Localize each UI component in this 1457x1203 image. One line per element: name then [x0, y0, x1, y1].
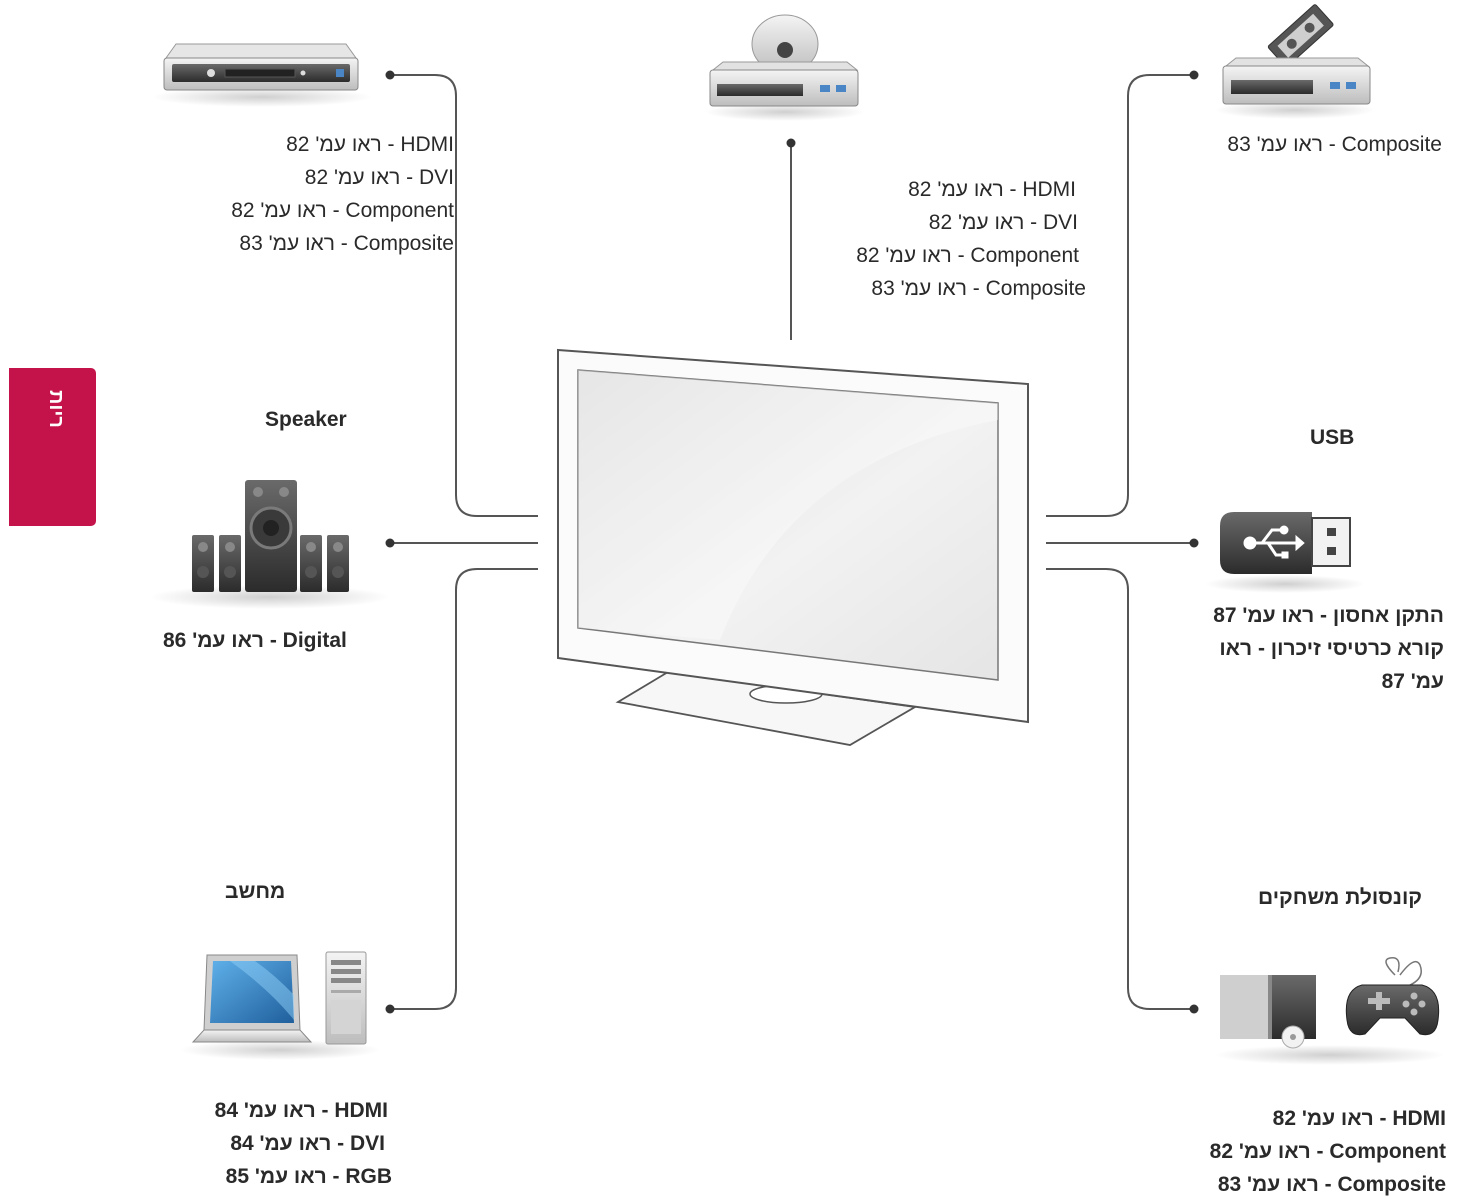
console-title: קונסולת משחקים	[1258, 886, 1423, 909]
label-line: 87 'התקן אחסון - ראו עמ	[1213, 604, 1444, 627]
bluray-player-icon	[705, 14, 865, 121]
console-labels: 82 'ראו עמ - HDMI 82 'ראו עמ - Component…	[1150, 1102, 1446, 1201]
dvd-left-labels: 82 'ראו עמ - HDMI 82 'ראו עמ - DVI 82 'ר…	[170, 128, 454, 260]
label-line: 82 'ראו עמ - HDMI	[1272, 1107, 1446, 1130]
section-side-tab-label: ריות	[45, 390, 67, 428]
line-computer	[390, 568, 538, 1010]
label-line: 82 'ראו עמ - DVI	[304, 166, 454, 189]
vcr-labels: 83 'ראו עמ - Composite	[1150, 128, 1442, 161]
label-line: 82 'ראו עמ - HDMI	[286, 133, 454, 156]
line-dvd-left	[390, 74, 538, 517]
bluray-labels: 82 'ראו עמ - HDMI 82 'ראו עמ - DVI 82 'ר…	[790, 173, 1086, 305]
usb-title: USB	[1310, 426, 1355, 449]
line-console	[1046, 568, 1194, 1010]
dot-usb	[1189, 538, 1199, 548]
label-line: 83 'ראו עמ - Composite	[239, 232, 454, 255]
game-console-icon	[1215, 957, 1445, 1065]
label-line: 86 'ראו עמ - Digital	[163, 629, 347, 652]
dot-dvd-left	[385, 70, 395, 80]
speaker-system-icon	[150, 480, 390, 609]
speaker-labels: 86 'ראו עמ - Digital	[163, 624, 347, 657]
label-line: 84 'ראו עמ - DVI	[230, 1132, 385, 1155]
computer-labels: 84 'ראו עמ - HDMI 84 'ראו עמ - DVI 85 'ר…	[150, 1094, 392, 1193]
label-line: 84 'ראו עמ - HDMI	[214, 1099, 388, 1122]
line-vcr	[1046, 74, 1194, 517]
tv-icon	[557, 348, 1029, 746]
label-line: 82 'ראו עמ - DVI	[928, 211, 1078, 234]
label-line: 83 'ראו עמ - Composite	[1227, 133, 1442, 156]
dot-computer	[385, 1004, 395, 1014]
section-side-tab: ריות	[9, 368, 96, 526]
label-line: 87 'עמ	[1381, 670, 1444, 693]
label-line: 82 'ראו עמ - HDMI	[908, 178, 1076, 201]
label-line: 83 'ראו עמ - Composite	[871, 277, 1086, 300]
dvd-player-icon	[152, 43, 372, 107]
dot-bluray	[786, 138, 796, 148]
label-line: 83 'ראו עמ - Composite	[1217, 1173, 1446, 1196]
dot-vcr	[1189, 70, 1199, 80]
label-line: 82 'ראו עמ - Component	[231, 199, 454, 222]
dot-speaker	[385, 538, 395, 548]
dot-console	[1189, 1004, 1199, 1014]
usb-labels: 87 'התקן אחסון - ראו עמ קורא כרטיסי זיכר…	[1150, 599, 1444, 698]
label-line: קורא כרטיסי זיכרון - ראו	[1219, 637, 1444, 660]
computer-icon	[180, 951, 380, 1060]
label-line: 82 'ראו עמ - Component	[856, 244, 1079, 267]
label-line: 85 'ראו עמ - RGB	[225, 1165, 392, 1188]
speaker-title: Speaker	[265, 408, 347, 431]
connection-lines	[390, 74, 1194, 1010]
usb-stick-icon	[1205, 512, 1365, 593]
computer-title: מחשב	[225, 880, 286, 903]
label-line: 82 'ראו עמ - Component	[1209, 1140, 1446, 1163]
vcr-icon	[1215, 4, 1375, 119]
